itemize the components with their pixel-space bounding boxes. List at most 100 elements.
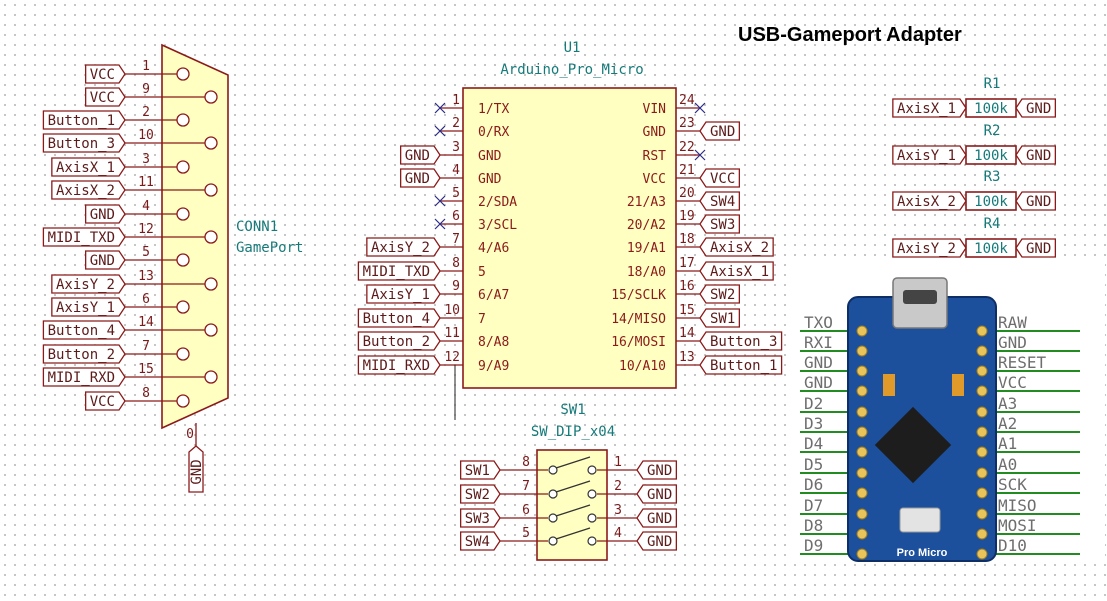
resistor-net-label-flag [892,98,967,118]
gameport-net-label: Button_3 [48,136,115,152]
micro-pin-number: 6 [452,209,460,224]
dip-contact [587,489,597,499]
micro-pin-name: 19/A1 [627,241,666,256]
micro-net-label-flag [699,331,783,351]
board-pin-label: D3 [804,414,823,433]
gameport-shield-flag [188,445,204,493]
micro-pin-number: 19 [679,209,695,224]
dip-net-label: SW4 [465,534,490,550]
board-pin-label: TXO [804,313,833,332]
micro-pin-name: 6/A7 [478,288,509,303]
board-pad [856,385,868,397]
gameport-net-label: VCC [90,67,115,83]
resistor-net-label: AxisX_1 [897,101,956,117]
micro-pin-number: 5 [452,186,460,201]
board-pin-label: A3 [998,394,1017,413]
board-pin-label: MISO [998,496,1037,515]
micro-pin-name: 9/A9 [478,359,509,374]
usb-port-opening [903,290,937,304]
micro-net-label-flag [357,261,441,281]
micro-net-label-flag [699,121,740,141]
dip-contact [548,489,558,499]
gameport-pin-number: 13 [138,269,154,284]
gameport-net-label-flag [85,391,126,411]
micro-pin-number: 24 [679,93,695,108]
gameport-net-label-flag [42,344,126,364]
resistor-net-label-flag [1015,238,1056,258]
board-pad [976,467,988,479]
gameport-pin-number: 1 [142,59,150,74]
gameport-pin-number: 9 [142,82,150,97]
micro-net-label: AxisX_2 [710,240,769,256]
dip-net-label: SW1 [465,463,490,479]
micro-pin-number: 18 [679,232,695,247]
dip-net-label-flag [459,508,501,528]
micro-pin-name: 4/A6 [478,241,509,256]
micro-pin-number: 16 [679,279,695,294]
gameport-pin-hole [204,323,218,337]
micro-pin-name: 1/TX [478,102,509,117]
micro-net-label-flag [699,214,740,234]
gameport-net-label: GND [90,207,115,223]
gameport-net-label: AxisX_2 [56,183,115,199]
micro-pin-number: 11 [444,326,460,341]
dip-value: SW_DIP_x04 [531,424,615,440]
board-pad [976,548,988,560]
dip-contact [548,465,558,475]
micro-net-label-flag [699,308,740,328]
no-connect-marker [694,102,706,114]
board-pin-label: GND [804,353,833,372]
micro-net-label: Button_1 [710,358,777,374]
gameport-net-label-flag [42,133,126,153]
board-pad [976,528,988,540]
resistor-ref: R2 [984,123,1001,139]
no-connect-marker [434,195,446,207]
gameport-pin-hole [176,394,190,408]
dip-net-label: GND [647,463,672,479]
gameport-pin-hole [176,207,190,221]
micro-pin-number: 22 [679,140,695,155]
micro-net-label-flag [699,355,783,375]
board-pad [856,426,868,438]
micro-value: Arduino_Pro_Micro [500,62,643,78]
micro-pin-name: 0/RX [478,125,509,140]
gameport-pin-hole [176,253,190,267]
gameport-net-label-flag [42,367,126,387]
board-pad [856,446,868,458]
micro-pin-number: 2 [452,116,460,131]
micro-pin-name: GND [478,149,502,164]
resistor-net-label-flag [1015,98,1056,118]
board-pin-label: D8 [804,516,823,535]
dip-body [536,449,608,561]
resistor-value: 100k [974,148,1008,164]
gameport-net-label-flag [85,204,126,224]
micro-pin-number: 14 [679,326,695,341]
micro-pin-name: VCC [643,172,666,187]
gameport-net-label: AxisY_1 [56,300,115,316]
gameport-net-label: Button_1 [48,113,115,129]
resistor-value: 100k [974,101,1008,117]
gameport-net-label: Button_2 [48,347,115,363]
dip-contact [587,513,597,523]
gameport-ref: CONN1 [236,219,278,235]
board-silkscreen: Pro Micro [897,547,948,559]
gameport-shield-label: GND [189,459,205,484]
gameport-pin-number: 11 [138,175,154,190]
board-pad [976,365,988,377]
gameport-net-label-flag [51,274,126,294]
micro-net-label-flag [699,261,774,281]
board-pad [856,325,868,337]
board-pad [856,548,868,560]
dip-net-label-flag [459,460,501,480]
gameport-pin-number: 14 [138,315,154,330]
gameport-pin-hole [176,113,190,127]
dip-net-label-flag [636,484,677,504]
gameport-net-label-flag [51,180,126,200]
gameport-pin-number: 8 [142,386,150,401]
board-pad [856,406,868,418]
gameport-net-label: Button_4 [48,323,115,339]
micro-pin-name: 10/A10 [619,359,666,374]
board-pad [856,365,868,377]
micro-net-label-flag [699,168,740,188]
